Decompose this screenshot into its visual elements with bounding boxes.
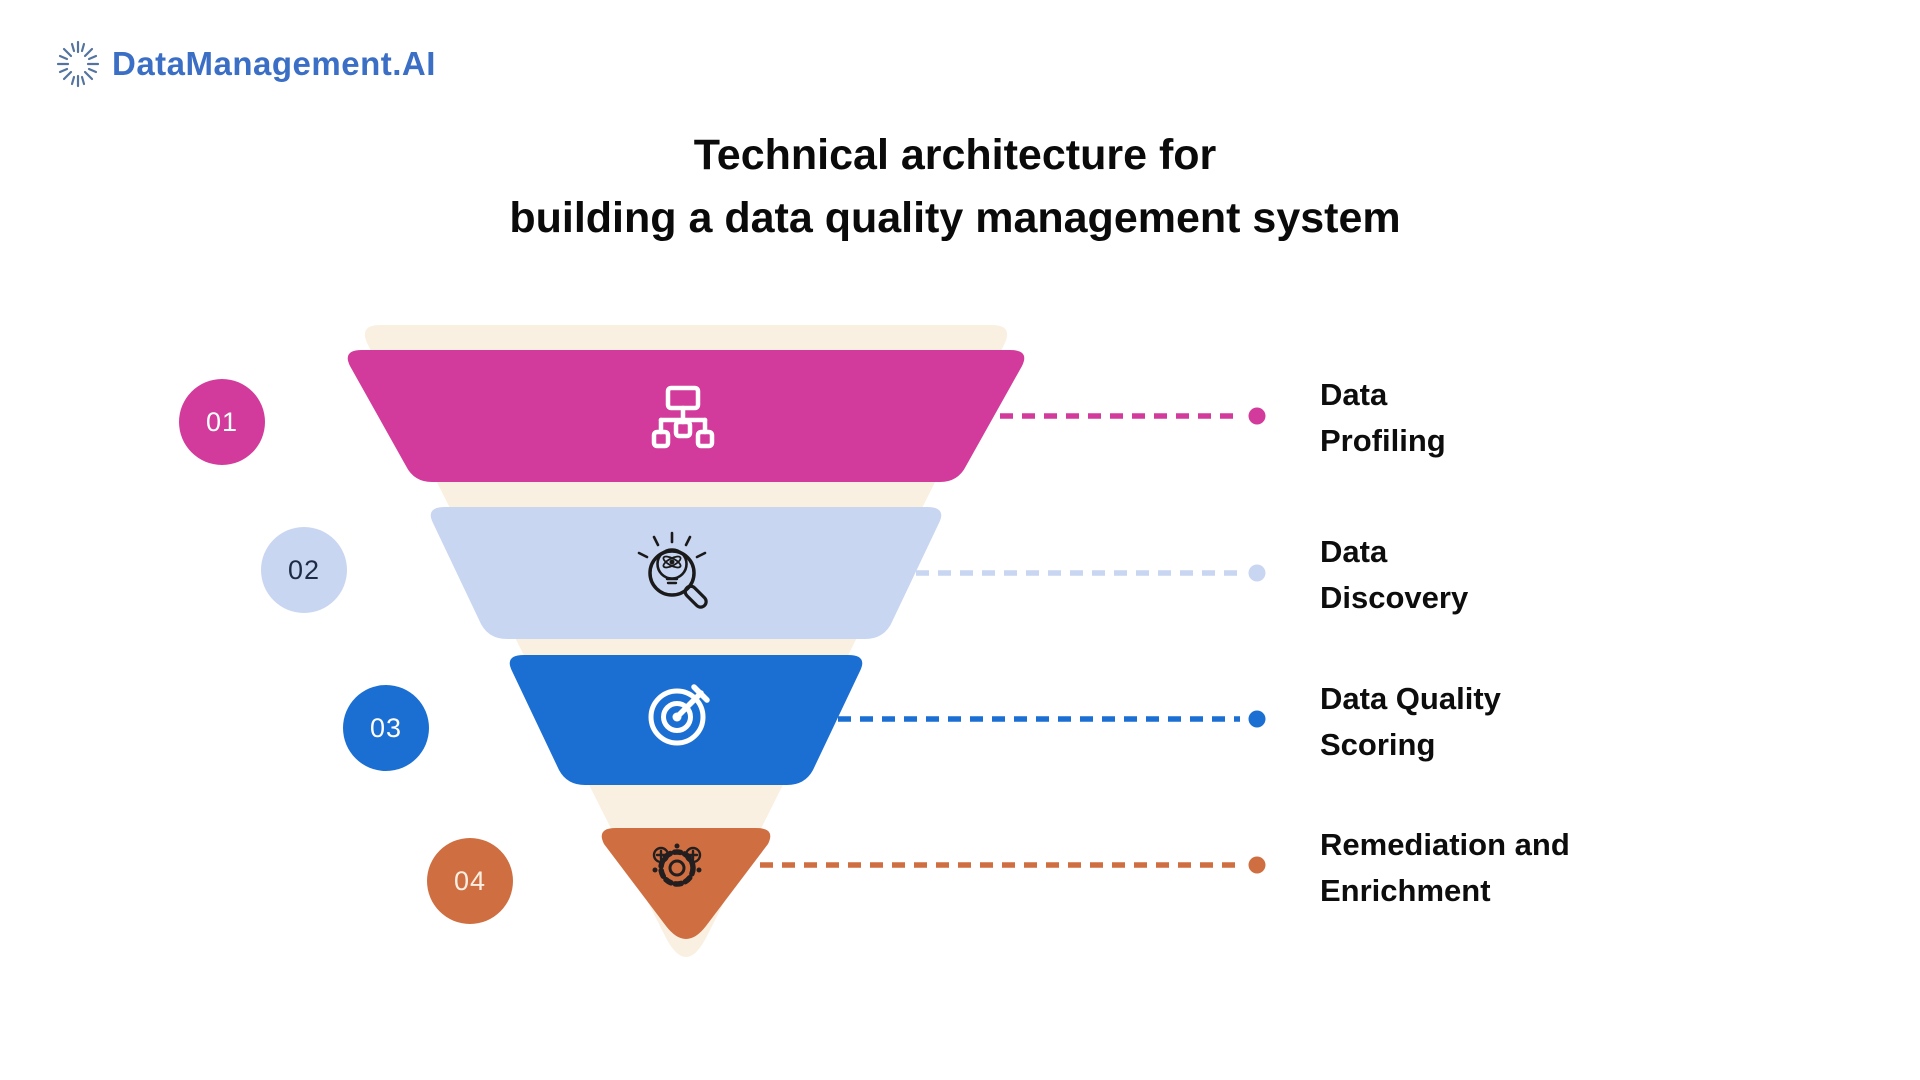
level-2-connector-dot — [1248, 564, 1266, 582]
level-1-connector — [1000, 407, 1266, 425]
level-3-label: Data Quality Scoring — [1320, 676, 1700, 768]
level-3-number-badge: 03 — [343, 685, 429, 771]
starburst-icon — [56, 40, 100, 88]
level-4-label: Remediation and Enrichment — [1320, 822, 1700, 914]
page-title: Technical architecture for building a da… — [455, 124, 1455, 250]
level-1-number-badge: 01 — [179, 379, 265, 465]
level-4-number-badge: 04 — [427, 838, 513, 924]
bulb-magnifier-icon — [637, 531, 708, 609]
logo-text: DataManagement.AI — [112, 45, 436, 82]
level-4-label-line2: Enrichment — [1320, 873, 1491, 908]
target-arrow-icon — [648, 684, 710, 746]
level-4-connector-dot — [1248, 856, 1266, 874]
level-3-connector-dot — [1248, 710, 1266, 728]
page-title-line1: Technical architecture for — [693, 131, 1217, 179]
funnel-level-2-band — [430, 507, 942, 639]
page-title-line2: building a data quality management syste… — [509, 194, 1401, 242]
level-3-number: 03 — [369, 712, 403, 743]
level-4-label-line1: Remediation and — [1320, 827, 1570, 862]
level-1-label-line2: Profiling — [1320, 423, 1446, 458]
level-2-connector — [916, 564, 1266, 582]
level-1-label-line1: Data — [1320, 377, 1388, 412]
level-2-number: 02 — [287, 554, 321, 585]
level-2-number-badge: 02 — [261, 527, 347, 613]
level-1-number: 01 — [205, 406, 239, 437]
hierarchy-icon — [651, 385, 715, 449]
funnel-level-3-band — [509, 655, 863, 785]
level-4-number: 04 — [453, 865, 487, 896]
gear-plus-icon — [652, 843, 702, 887]
funnel-level-1-band — [347, 350, 1025, 482]
level-3-connector — [838, 710, 1266, 728]
level-4-connector — [760, 856, 1266, 874]
logo: DataManagement.AI — [52, 36, 436, 92]
level-2-label: Data Discovery — [1320, 529, 1700, 621]
funnel-background — [364, 325, 1008, 957]
level-2-label-line1: Data — [1320, 534, 1388, 569]
level-1-label: Data Profiling — [1320, 372, 1700, 464]
level-1-connector-dot — [1248, 407, 1266, 425]
level-3-label-line1: Data Quality — [1320, 681, 1501, 716]
level-2-label-line2: Discovery — [1320, 580, 1469, 615]
level-3-label-line2: Scoring — [1320, 727, 1436, 762]
